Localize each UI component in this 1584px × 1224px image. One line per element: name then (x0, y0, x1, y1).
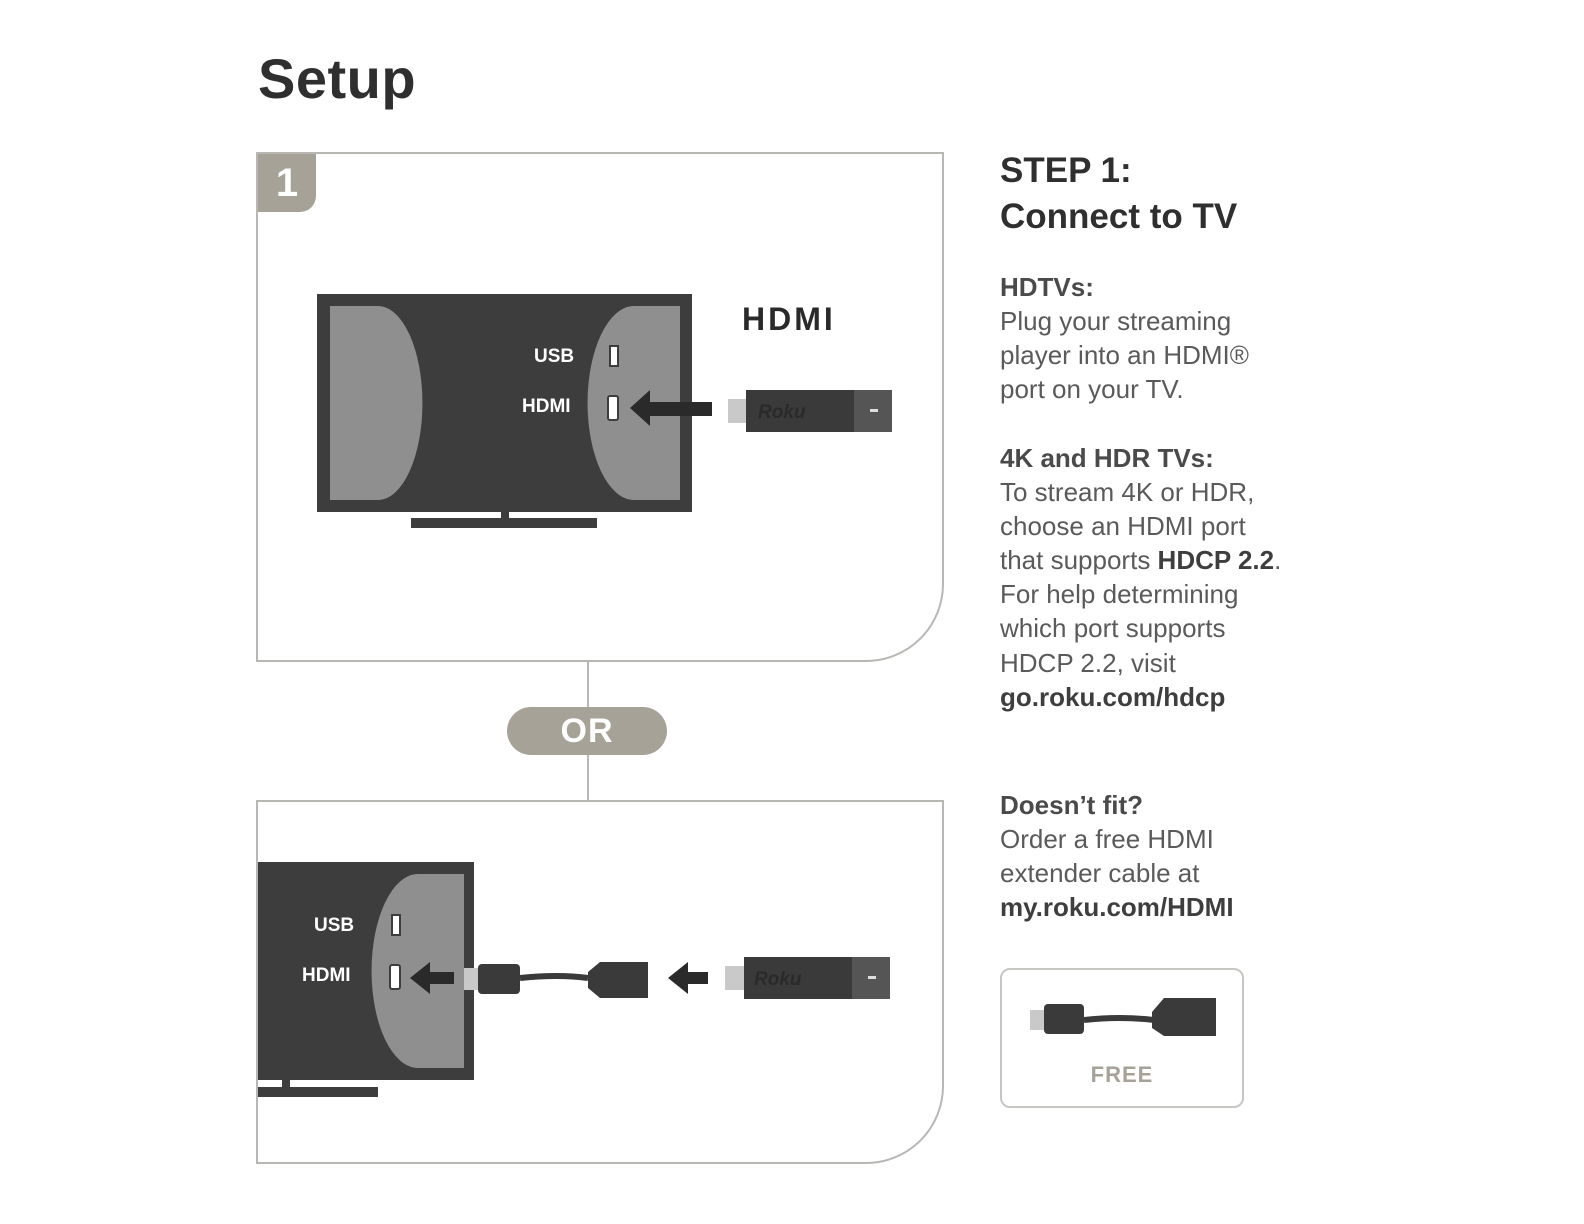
doesnt-fit-line2: extender cable at (1000, 858, 1200, 889)
order-extender-link[interactable]: my.roku.com/HDMI (1000, 892, 1234, 923)
or-connector-top (587, 662, 589, 708)
hdcp-emphasis: HDCP 2.2 (1157, 545, 1275, 576)
hdmi-logo: HDMI (742, 301, 836, 337)
hdr-line6: HDCP 2.2, visit (1000, 647, 1176, 678)
arrow-left-icon (630, 390, 712, 426)
hdr-line5: which port supports (1000, 613, 1226, 644)
hdmi-port-label: HDMI (302, 965, 351, 986)
free-extender-box: FREE (1000, 968, 1244, 1108)
hdr-line1: To stream 4K or HDR, (1000, 476, 1255, 507)
stick-brand-text: Roku (754, 969, 802, 990)
step-number-badge: 1 (258, 154, 316, 212)
diagram-panel-extender: USB HDMI Roku (256, 800, 944, 1164)
cable-male-end (478, 964, 520, 994)
tv-port-panel (371, 874, 464, 1068)
hdr-line4: For help determining (1000, 579, 1239, 610)
extender-cable-icon (1030, 998, 1216, 1036)
instructions-column: STEP 1: Connect to TV HDTVs: Plug your s… (1000, 148, 1340, 924)
step-heading-line1: STEP 1: (1000, 151, 1132, 190)
doesnt-fit-line1: Order a free HDMI (1000, 823, 1214, 854)
diagram-panel-direct: 1 USB HDMI Roku HDMI (256, 152, 944, 662)
hdr-line2: choose an HDMI port (1000, 510, 1246, 541)
or-pill: OR (507, 707, 667, 755)
stick-hdmi-plug (728, 399, 748, 423)
arrow-left-icon (410, 962, 454, 994)
hdr-line3: that supports HDCP 2.2. (1000, 545, 1282, 576)
arrow-left-icon (668, 962, 708, 994)
hdr-heading: 4K and HDR TVs: (1000, 442, 1214, 473)
usb-port-label: USB (534, 346, 574, 367)
tv-stand (258, 1087, 378, 1097)
usb-port-icon (609, 345, 619, 367)
stick-brand-text: Roku (758, 402, 806, 423)
cable-hdmi-plug (464, 968, 480, 990)
doesnt-fit-heading: Doesn’t fit? (1000, 789, 1143, 820)
hdmi-port-icon (389, 964, 401, 990)
tv-extender-connect-illustration: USB HDMI Roku (258, 862, 890, 1097)
free-label: FREE (1090, 1062, 1154, 1087)
hdtvs-line1: Plug your streaming (1000, 306, 1232, 336)
cable-wire (519, 973, 589, 981)
usb-port-label: USB (314, 915, 354, 936)
hdcp-help-link[interactable]: go.roku.com/hdcp (1000, 681, 1226, 712)
hdmi-port-icon (607, 395, 619, 421)
step-heading-line2: Connect to TV (1000, 197, 1238, 236)
hdtvs-line3: port on your TV. (1000, 374, 1184, 405)
hdmi-port-label: HDMI (522, 396, 571, 417)
hdtvs-line2: player into an HDMI® (1000, 340, 1249, 371)
hdtvs-heading: HDTVs: (1000, 272, 1094, 302)
or-connector-bottom (587, 755, 589, 800)
page-title: Setup (258, 47, 417, 110)
stick-hdmi-plug (725, 966, 745, 990)
usb-port-icon (391, 914, 401, 936)
tv-left-panel (330, 306, 423, 500)
cable-female-end (588, 962, 648, 998)
tv-stand (411, 518, 597, 528)
tv-direct-connect-illustration: USB HDMI Roku HDMI (317, 294, 892, 528)
